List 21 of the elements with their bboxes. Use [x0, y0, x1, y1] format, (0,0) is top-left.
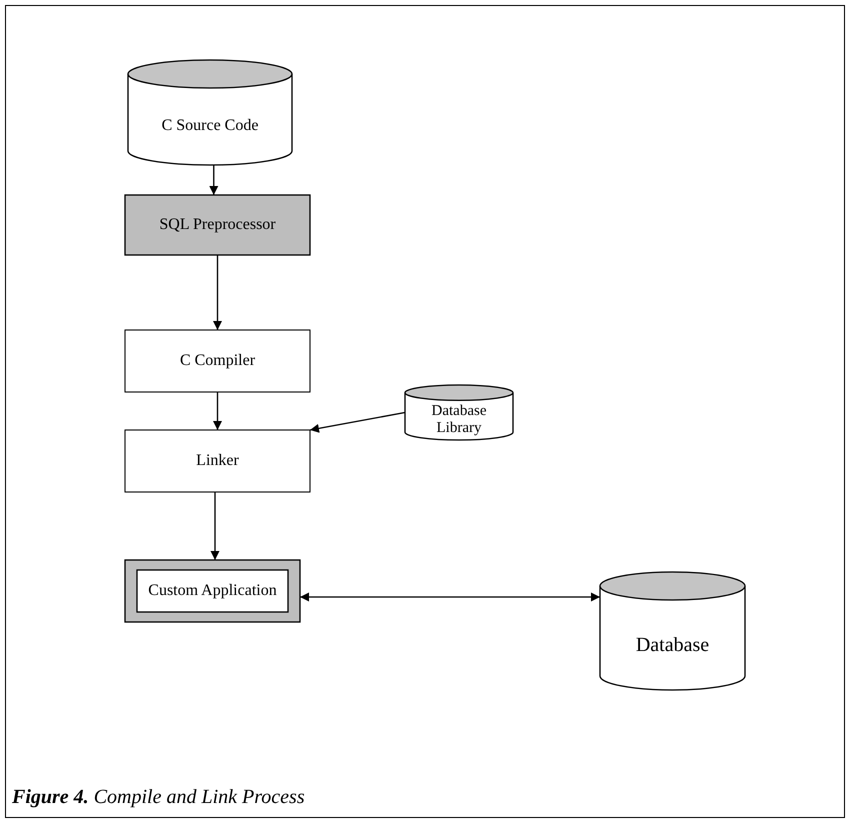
node-label: Database	[636, 634, 710, 656]
figure-caption: Figure 4. Compile and Link Process	[12, 786, 305, 809]
arrow	[213, 392, 222, 430]
arrow	[300, 592, 600, 602]
arrow	[213, 255, 222, 330]
process-box	[125, 195, 310, 255]
node-label: C Compiler	[180, 352, 256, 370]
database-cylinder	[128, 60, 292, 165]
process-box	[125, 430, 310, 492]
process-box	[125, 330, 310, 392]
database-cylinder	[405, 385, 513, 440]
arrow	[310, 412, 406, 433]
arrow	[209, 165, 218, 195]
node-label: Linker	[196, 452, 239, 470]
node-label: Custom Application	[148, 582, 277, 600]
process-box	[125, 560, 300, 622]
node-label: C Source Code	[162, 117, 258, 136]
arrow	[210, 492, 220, 560]
node-label: SQL Preprocessor	[159, 216, 276, 234]
database-cylinder	[600, 572, 745, 690]
node-label: Database Library	[430, 402, 488, 438]
